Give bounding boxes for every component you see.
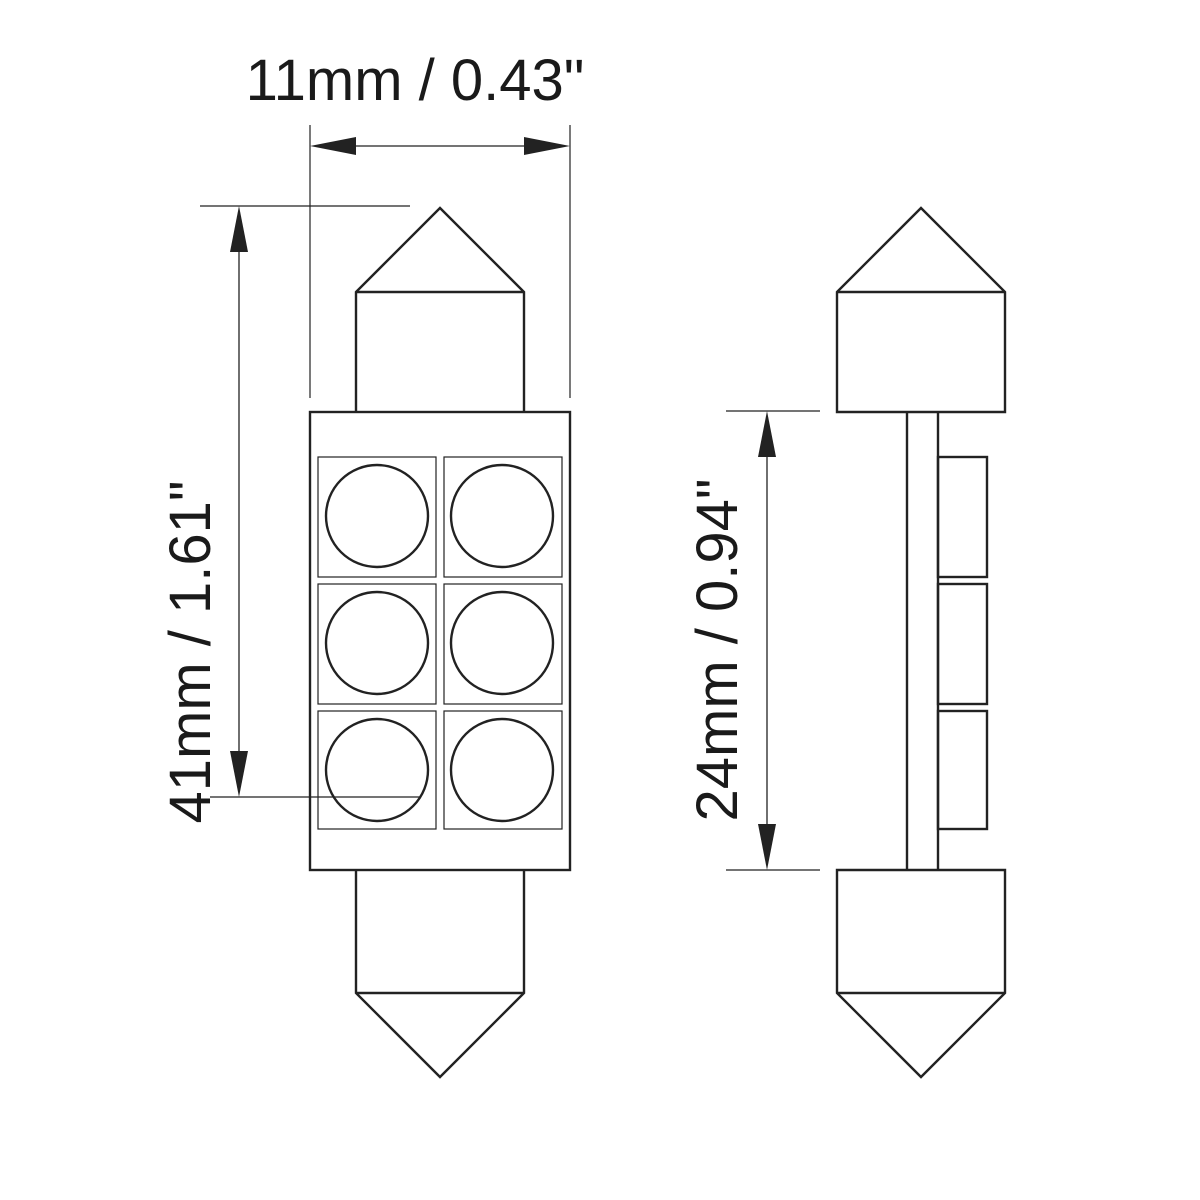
width-dimension: 11mm / 0.43" [246,48,585,398]
arrow-up-icon [758,411,776,457]
side-led-icon [936,709,989,831]
front-view [308,206,572,1079]
front-led-board [308,410,572,872]
led-icon [324,463,430,569]
led-cell [317,456,437,578]
led-icon [449,717,555,823]
led-cell [317,583,437,705]
led-cell [443,456,563,578]
side-led-icon [936,582,989,706]
body-length-dimension: 24mm / 0.94" [685,410,820,871]
arrow-down-icon [758,824,776,870]
side-led-icon [936,455,989,579]
led-cell [317,710,437,830]
arrow-up-icon [230,206,248,252]
led-icon [449,590,555,696]
arrow-down-icon [230,751,248,797]
side-bottom-cap [835,868,1007,1079]
led-icon [324,590,430,696]
front-bottom-cap [354,870,526,1079]
led-cell [443,583,563,705]
front-top-cap [354,206,526,412]
led-icon [324,717,430,823]
width-label: 11mm / 0.43" [246,48,585,113]
length-dimension: 41mm / 1.61" [158,205,420,824]
led-cell [443,710,563,830]
side-view [835,206,1007,1079]
led-icon [449,463,555,569]
body-length-label: 24mm / 0.94" [685,479,750,822]
side-top-cap [835,206,1007,414]
arrow-right-icon [524,137,570,155]
length-label: 41mm / 1.61" [158,481,223,824]
arrow-left-icon [310,137,356,155]
led-grid [317,456,563,830]
